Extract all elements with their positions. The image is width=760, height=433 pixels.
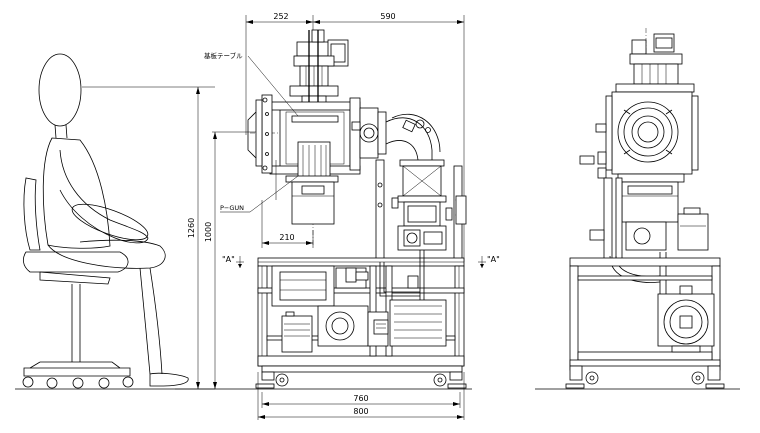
seated-person-figure [22,53,189,389]
leader-substrate-table [247,55,299,117]
side-view-assembly [579,28,709,300]
front-frame [255,250,467,389]
dim-total-width: 800 [353,407,368,416]
height-dimensions [82,86,262,390]
label-substrate-table: 基板テーブル [204,51,243,60]
dim-height-table: 1000 [204,222,213,242]
section-label-right: "A" [487,255,500,264]
section-marks [236,256,486,268]
dim-frame-width: 760 [353,394,368,403]
front-view-assembly [247,29,467,263]
section-label-left: "A" [222,255,235,264]
gun-offset-dimension [261,200,314,248]
side-frame [565,257,725,389]
dim-gun-offset: 210 [279,233,294,242]
dim-top-left: 252 [273,12,288,21]
label-p-gun: P−GUN [220,204,244,212]
dim-top-right: 590 [380,12,395,21]
leader-p-gun-2 [249,175,299,213]
dim-height-total: 1260 [187,218,196,238]
bottom-dimensions [257,372,465,420]
